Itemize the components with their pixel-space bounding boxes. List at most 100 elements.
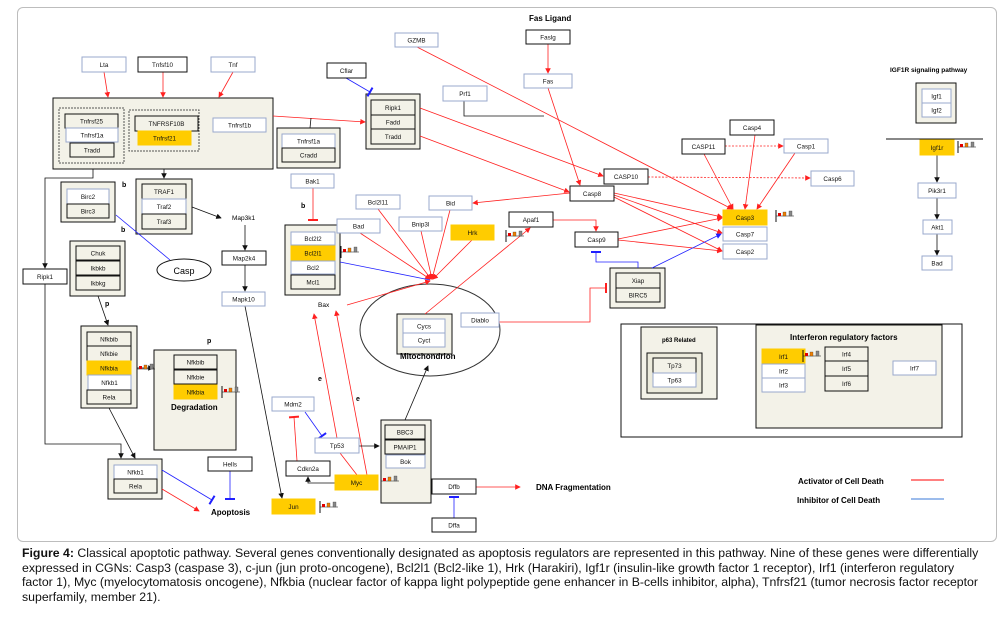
gene-node-lta[interactable]: Lta <box>81 56 127 73</box>
gene-node-bcl2l1[interactable]: Bcl2l1 <box>290 245 336 261</box>
gene-node-bnip3l[interactable]: Bnip3l <box>398 216 443 232</box>
gene-node-igf1r[interactable]: Igf1r <box>919 139 955 156</box>
gene-node-nfkbia-a[interactable]: Nfkbia <box>86 360 132 376</box>
gene-node-hells[interactable]: Hells <box>207 456 253 472</box>
gene-node-fadd[interactable]: Fadd <box>370 114 416 130</box>
gene-node-bad-a[interactable]: Bad <box>336 218 381 234</box>
gene-node-traf1[interactable]: TRAF1 <box>141 183 187 200</box>
gene-node-casp6[interactable]: Casp6 <box>810 170 855 187</box>
expression-glyph-icon <box>775 210 794 222</box>
gene-node-nfkbib-a[interactable]: Nfkbib <box>86 331 132 347</box>
gene-node-tnfrsf1a-a[interactable]: Tnfrsf1a <box>65 127 119 143</box>
gene-node-faslg[interactable]: Faslg <box>525 29 571 45</box>
gene-node-ripk1-a[interactable]: Ripk1 <box>370 99 416 116</box>
gene-node-cdkn2a[interactable]: Cdkn2a <box>285 460 331 477</box>
gene-node-nfkb1-b[interactable]: Nfkb1 <box>113 464 158 480</box>
gene-node-casp2[interactable]: Casp2 <box>722 243 768 260</box>
gene-node-ripk1-b[interactable]: Ripk1 <box>22 268 68 285</box>
gene-node-irf3[interactable]: Irf3 <box>761 377 806 393</box>
gene-node-mapk10[interactable]: Mapk10 <box>221 291 266 307</box>
gene-node-ikbkg[interactable]: Ikbkg <box>75 275 121 291</box>
gene-node-tradd-b[interactable]: Tradd <box>370 128 416 145</box>
gene-node-jun[interactable]: Jun <box>271 498 316 515</box>
gene-node-tnfrsf21[interactable]: Tnfrsf21 <box>137 130 192 146</box>
gene-node-cradd[interactable]: Cradd <box>281 147 336 163</box>
gene-node-bid[interactable]: Bid <box>428 195 473 211</box>
gene-node-mcl1[interactable]: Mcl1 <box>290 274 336 290</box>
gene-node-myc[interactable]: Myc <box>334 474 379 491</box>
gene-node-dffb[interactable]: Dffb <box>431 478 477 495</box>
gene-node-irf5[interactable]: Irf5 <box>824 360 869 377</box>
gene-node-bbc3[interactable]: BBC3 <box>384 424 426 440</box>
gene-node-birc2[interactable]: Birc2 <box>66 188 110 205</box>
gene-node-casp11[interactable]: CASP11 <box>681 138 726 155</box>
gene-node-nfkbie-a[interactable]: Nfkbie <box>86 345 132 362</box>
gene-node-cyct[interactable]: Cyct <box>402 332 446 348</box>
gene-node-bcl2[interactable]: Bcl2 <box>290 260 336 275</box>
gene-node-irf4[interactable]: Irf4 <box>824 346 869 362</box>
gene-node-box <box>221 291 266 307</box>
gene-node-tnfrsf25[interactable]: Tnfrsf25 <box>64 113 119 129</box>
gene-node-casp9[interactable]: Casp9 <box>574 231 619 248</box>
gene-node-birc5[interactable]: BIRC5 <box>615 287 661 303</box>
gene-node-nfkbie-b[interactable]: Nfkbie <box>173 369 218 385</box>
gene-node-traf3[interactable]: Traf3 <box>141 213 187 230</box>
gene-node-bcl2l11[interactable]: Bcl2l11 <box>355 194 401 210</box>
gene-node-xiap[interactable]: Xiap <box>615 272 661 289</box>
gene-node-cycs[interactable]: Cycs <box>402 318 446 334</box>
gene-node-pmaip1[interactable]: PMAIP1 <box>384 439 426 455</box>
gene-node-nfkbib-b[interactable]: Nfkbib <box>173 354 218 370</box>
gene-node-dffa[interactable]: Dffa <box>431 517 477 533</box>
gene-node-pik3r1[interactable]: Pik3r1 <box>917 182 957 199</box>
gene-node-rela-b[interactable]: Rela <box>113 478 158 494</box>
gene-node-irf7[interactable]: Irf7 <box>892 360 937 376</box>
gene-node-tradd-a[interactable]: Tradd <box>69 142 115 158</box>
gene-node-irf1[interactable]: Irf1 <box>761 348 806 365</box>
gene-node-tnfrsf1a-b[interactable]: Tnfrsf1a <box>281 133 336 149</box>
gene-node-casp8[interactable]: Casp8 <box>569 185 615 202</box>
gene-node-gzmb[interactable]: GZMB <box>394 32 439 48</box>
gene-node-bad-b[interactable]: Bad <box>921 255 953 271</box>
gene-node-bok[interactable]: Bok <box>385 454 426 469</box>
b-label: b <box>122 182 126 189</box>
gene-node-chuk[interactable]: Chuk <box>75 245 121 261</box>
gene-node-tnfsf10[interactable]: Tnfsf10 <box>137 56 188 73</box>
gene-node-traf2[interactable]: Traf2 <box>141 198 187 215</box>
gene-node-label: TNFRSF10B <box>148 121 184 128</box>
gene-node-irf6[interactable]: Irf6 <box>824 375 869 392</box>
gene-node-casp10[interactable]: CASP10 <box>603 168 649 185</box>
gene-node-box <box>761 377 806 393</box>
gene-node-mdm2[interactable]: Mdm2 <box>271 396 315 412</box>
gene-node-casp4[interactable]: Casp4 <box>729 119 775 136</box>
gene-node-prf1[interactable]: Prf1 <box>442 85 488 102</box>
gene-node-cflar[interactable]: Cflar <box>326 62 367 79</box>
gene-node-casp7[interactable]: Casp7 <box>722 226 768 242</box>
gene-node-tnfrsf10b[interactable]: TNFRSF10B <box>134 115 199 132</box>
gene-node-fas[interactable]: Fas <box>523 73 573 89</box>
gene-node-apaf1[interactable]: Apaf1 <box>508 211 554 228</box>
gene-node-tnfrsf1b[interactable]: Tnfrsf1b <box>212 117 267 133</box>
gene-node-igf1[interactable]: Igf1 <box>921 88 952 104</box>
gene-node-box <box>384 424 426 440</box>
gene-node-rela-a[interactable]: Rela <box>86 389 132 405</box>
gene-node-box <box>75 275 121 291</box>
gene-node-tp63[interactable]: Tp63 <box>652 372 697 388</box>
gene-node-bcl2l2[interactable]: Bcl2l2 <box>290 231 336 246</box>
gene-node-bak1[interactable]: Bak1 <box>290 173 335 189</box>
gene-node-casp1[interactable]: Casp1 <box>783 138 829 154</box>
gene-node-tp53[interactable]: Tp53 <box>314 437 360 454</box>
gene-node-nfkb1-a[interactable]: Nfkb1 <box>87 374 132 391</box>
gene-node-map2k4[interactable]: Map2k4 <box>221 250 267 266</box>
gene-node-nfkbia-b[interactable]: Nfkbia <box>173 384 218 400</box>
gene-node-akt1[interactable]: Akt1 <box>922 219 953 235</box>
gene-node-ikbkb[interactable]: Ikbkb <box>75 260 121 276</box>
gene-node-birc3[interactable]: Birc3 <box>66 203 110 219</box>
gene-node-casp3[interactable]: Casp3 <box>722 209 768 226</box>
gene-node-irf2[interactable]: Irf2 <box>761 363 806 379</box>
gene-node-hrk[interactable]: Hrk <box>450 224 495 241</box>
gene-node-igf2[interactable]: Igf2 <box>921 102 952 118</box>
gene-node-tp73[interactable]: Tp73 <box>652 357 697 374</box>
gene-node-diablo[interactable]: Diablo <box>460 312 500 328</box>
gene-node-tnf[interactable]: Tnf <box>210 56 256 73</box>
interaction-edge <box>108 407 136 459</box>
